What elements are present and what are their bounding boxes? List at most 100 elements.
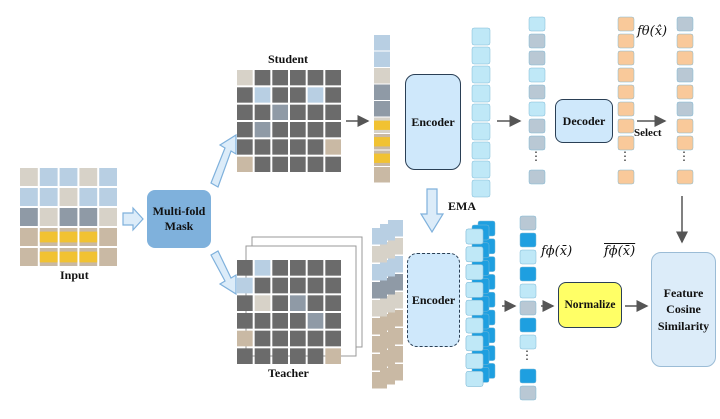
taxi-patch xyxy=(39,231,58,243)
student-full-token xyxy=(528,169,546,185)
input-image-patch xyxy=(99,248,117,266)
selected-token xyxy=(676,135,694,151)
teacher-masked-patch xyxy=(272,295,288,311)
student-masked-patch xyxy=(307,104,324,120)
student-full-token xyxy=(528,50,546,66)
student-masked-patch xyxy=(290,70,306,86)
scene-patch xyxy=(372,228,387,245)
student-visible-patch xyxy=(307,87,324,103)
teacher-full-token xyxy=(519,317,537,333)
teacher-full-token xyxy=(519,385,537,401)
taxi-patch xyxy=(374,153,390,163)
student-visible-patch xyxy=(237,156,253,172)
teacher-masked-patch xyxy=(307,277,324,294)
student-masked-patch xyxy=(254,139,271,155)
teacher-token-front xyxy=(465,335,484,352)
ellipsis: ⋮ xyxy=(530,149,542,163)
scene-patch xyxy=(59,188,78,206)
student-patch-strip xyxy=(374,35,390,51)
scene-patch xyxy=(99,188,117,206)
mask-to-student-arrow xyxy=(210,133,237,188)
ema-arrow xyxy=(419,188,445,234)
student-patch-strip xyxy=(374,68,390,84)
student-masked-patch xyxy=(272,156,288,172)
student-patch-strip xyxy=(374,101,390,117)
student-masked-patch xyxy=(290,122,306,138)
decoder-output-token xyxy=(617,33,635,49)
student-patch-strip xyxy=(374,51,390,67)
input-image-patch xyxy=(39,188,58,206)
scene-patch xyxy=(374,51,390,67)
scene-patch xyxy=(20,248,38,266)
student-masked-patch xyxy=(237,139,253,155)
student-masked-patch xyxy=(307,156,324,172)
selected-token xyxy=(676,33,694,49)
scene-patch xyxy=(39,208,58,226)
ellipsis: ⋮ xyxy=(521,348,533,362)
scene-patch xyxy=(237,330,253,347)
teacher-token-front xyxy=(465,353,484,369)
teacher-full-token xyxy=(519,368,537,384)
teacher-full-token xyxy=(519,249,537,265)
teacher-masked-patch xyxy=(290,313,306,329)
teacher-masked-patch xyxy=(237,295,253,311)
student-full-token xyxy=(528,67,546,83)
teacher-masked-patch xyxy=(290,330,306,347)
scene-patch xyxy=(99,208,117,226)
teacher-masked-patch xyxy=(237,313,253,329)
decoder-output-token xyxy=(617,118,635,134)
taxi-patch xyxy=(374,120,390,130)
teacher-masked-patch xyxy=(307,348,324,364)
teacher-masked-patch xyxy=(290,277,306,294)
student-patch-strip xyxy=(374,117,390,133)
scene-patch xyxy=(290,295,306,311)
scene-patch xyxy=(372,372,387,389)
scene-patch xyxy=(325,139,341,155)
student-masked-patch xyxy=(272,139,288,155)
scene-patch xyxy=(374,84,390,100)
selected-token xyxy=(676,118,694,134)
input-image-patch xyxy=(59,248,78,266)
teacher-token-front xyxy=(465,371,484,387)
student-masked-patch xyxy=(237,87,253,103)
student-masked-patch xyxy=(290,139,306,155)
selected-token xyxy=(676,16,694,32)
teacher-masked-patch xyxy=(307,330,324,347)
teacher-patch-strip xyxy=(372,264,387,281)
teacher-visible-patch xyxy=(254,260,271,276)
scene-patch xyxy=(325,348,341,364)
decoder-output-token xyxy=(617,84,635,100)
taxi-patch xyxy=(59,231,78,243)
student-token xyxy=(471,46,491,65)
decoder-output-token xyxy=(617,16,635,32)
student-masked-patch xyxy=(307,70,324,86)
input-image-patch xyxy=(79,168,98,186)
input-image-patch xyxy=(20,188,38,206)
student-patch-strip xyxy=(374,150,390,166)
scene-patch xyxy=(372,300,387,317)
taxi-patch xyxy=(39,251,58,263)
student-visible-patch xyxy=(325,139,341,155)
teacher-token-front xyxy=(465,282,484,298)
scene-patch xyxy=(99,228,117,246)
teacher-full-token xyxy=(519,232,537,248)
teacher-visible-patch xyxy=(325,348,341,364)
student-masked-patch xyxy=(325,87,341,103)
teacher-masked-patch xyxy=(272,277,288,294)
teacher-masked-patch xyxy=(325,260,341,276)
student-token xyxy=(471,27,491,46)
input-image-patch xyxy=(79,228,98,246)
student-masked-patch xyxy=(272,87,288,103)
input-image-patch xyxy=(99,188,117,206)
teacher-patch-strip xyxy=(372,318,387,335)
input-image-patch xyxy=(39,248,58,266)
teacher-patch-strip xyxy=(372,336,387,353)
teacher-patch-strip xyxy=(372,354,387,371)
teacher-token-front xyxy=(465,264,484,280)
decoder-output-token xyxy=(617,135,635,151)
input-image-patch xyxy=(99,168,117,186)
student-masked-patch xyxy=(254,156,271,172)
student-token xyxy=(471,103,491,122)
mask-to-teacher-arrow xyxy=(210,250,237,296)
input-image-patch xyxy=(79,208,98,226)
